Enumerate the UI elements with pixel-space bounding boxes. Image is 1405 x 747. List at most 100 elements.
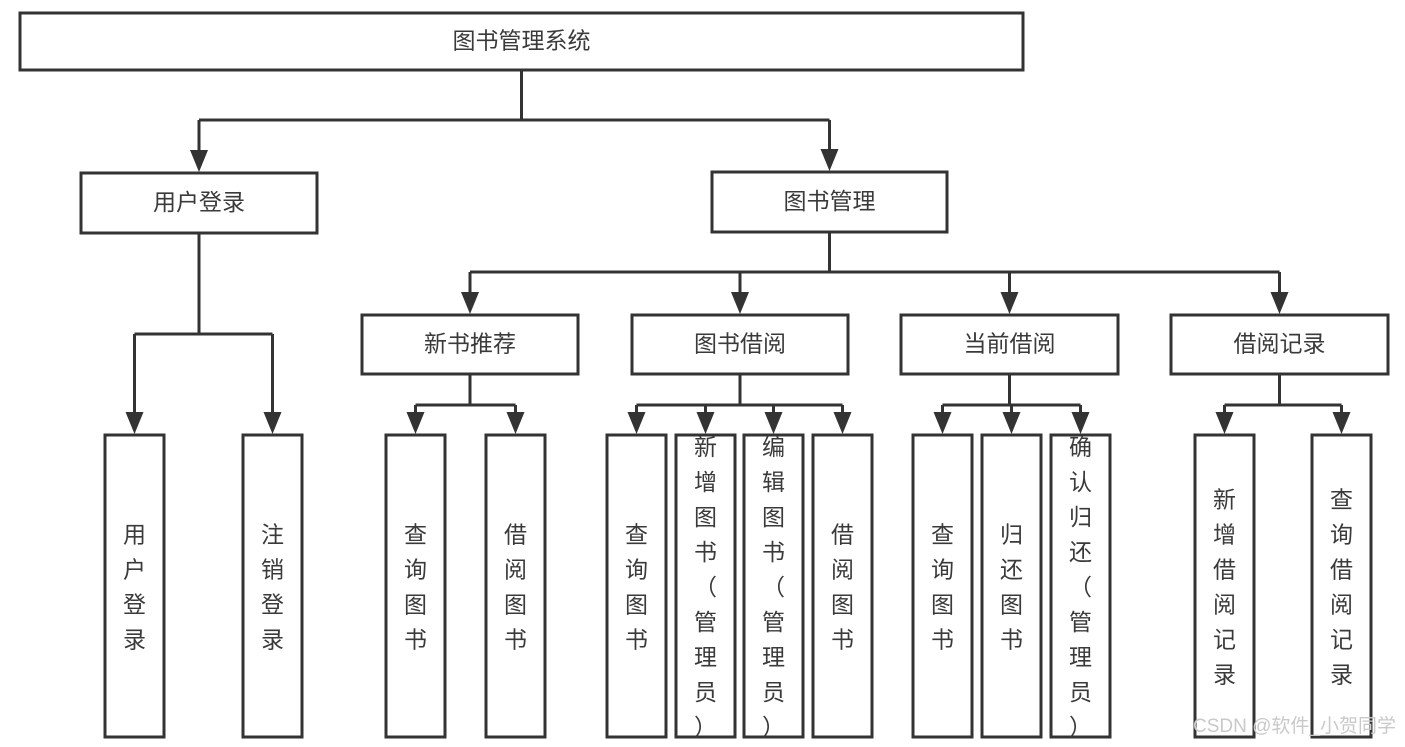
node-new-book-rec[interactable]: 新书推荐: [360, 313, 580, 376]
node-box-leaf-user-login: [103, 433, 166, 739]
arrow-head-leaf-query-book-rec: [406, 412, 425, 434]
node-box-new-book-rec: [360, 313, 580, 376]
node-box-leaf-add-book: [674, 433, 737, 739]
node-label-char: 增: [1213, 522, 1236, 548]
node-label-char: 管: [762, 609, 785, 635]
node-leaf-user-login[interactable]: 用户登录: [103, 433, 166, 739]
node-book-borrow[interactable]: 图书借阅: [630, 313, 850, 376]
node-label-char: 询: [404, 557, 427, 583]
arrow-head-leaf-edit-book: [764, 412, 783, 434]
node-label-new-book-rec: 新书推荐: [424, 331, 516, 357]
node-label-char: 阅: [504, 557, 527, 583]
arrow-head-leaf-query-book-cur: [933, 412, 952, 434]
node-label-char: 书: [625, 627, 648, 653]
node-label-char: 询: [931, 557, 954, 583]
node-label-char: （: [762, 574, 785, 600]
node-label-char: 图: [625, 592, 648, 618]
arrow-head-new-book-rec: [461, 292, 479, 314]
node-label-book-manage: 图书管理: [784, 188, 876, 214]
node-label-root: 图书管理系统: [453, 28, 591, 54]
node-label-char: 理: [694, 644, 717, 670]
connector-layer: [125, 70, 1351, 434]
arrow-head-leaf-user-logout: [263, 412, 282, 434]
node-label-char: 员: [762, 679, 785, 705]
node-label-char: 录: [1213, 662, 1236, 688]
node-label-book-borrow: 图书借阅: [694, 331, 786, 357]
node-label-char: 理: [1069, 644, 1092, 670]
arrow-head-book-borrow: [731, 292, 749, 314]
node-label-char: 销: [261, 557, 284, 583]
node-user-login[interactable]: 用户登录: [79, 171, 319, 235]
node-label-char: 书: [1000, 627, 1023, 653]
node-label-char: 借: [1330, 557, 1353, 583]
node-label-char: 书: [404, 627, 427, 653]
csdn-watermark: CSDN @软件_小贺同学: [1193, 715, 1396, 737]
node-box-leaf-edit-book: [742, 433, 805, 739]
node-label-char: 阅: [1213, 592, 1236, 618]
node-label-char: 员: [1069, 679, 1092, 705]
node-label-char: 员: [694, 679, 717, 705]
node-box-leaf-query-book-borrow: [605, 433, 668, 739]
node-label-user-login: 用户登录: [153, 189, 245, 215]
node-box-leaf-query-book-cur: [911, 433, 974, 739]
node-label-char: 借: [831, 522, 854, 548]
node-label-char: 图: [831, 592, 854, 618]
node-label-char: 还: [1069, 539, 1092, 565]
node-book-manage[interactable]: 图书管理: [710, 170, 949, 234]
node-label-borrow-record: 借阅记录: [1234, 331, 1326, 357]
arrow-head-leaf-add-book: [696, 412, 715, 434]
node-label-char: 图: [694, 504, 717, 530]
node-label-char: ）: [694, 714, 717, 740]
node-label-char: 管: [694, 609, 717, 635]
node-label-char: 录: [123, 627, 146, 653]
node-label-char: 查: [404, 522, 427, 548]
arrow-head-user-login: [190, 150, 208, 172]
node-label-char: ）: [1069, 714, 1092, 740]
node-label-char: 登: [261, 592, 284, 618]
node-box-leaf-borrow-book-rec: [484, 433, 547, 739]
node-box-borrow-record: [1169, 313, 1390, 376]
node-label-char: 书: [831, 627, 854, 653]
node-label-char: 认: [1069, 469, 1092, 495]
node-borrow-record[interactable]: 借阅记录: [1169, 313, 1390, 376]
arrow-head-borrow-record: [1270, 292, 1289, 314]
node-label-char: 编: [762, 434, 785, 460]
node-label-char: 用: [123, 522, 146, 548]
node-label-char: 阅: [1330, 592, 1353, 618]
node-label-char: 借: [1213, 557, 1236, 583]
node-label-char: 归: [1000, 522, 1023, 548]
arrow-head-leaf-borrow-book: [833, 412, 852, 434]
node-label-char: 询: [625, 557, 648, 583]
node-box-leaf-borrow-book: [811, 433, 874, 739]
node-label-char: 记: [1213, 627, 1236, 653]
node-box-leaf-confirm-return: [1049, 433, 1112, 739]
node-box-leaf-query-book-rec: [384, 433, 447, 739]
node-label-char: 录: [1330, 662, 1353, 688]
node-label-char: 书: [504, 627, 527, 653]
node-current-borrow[interactable]: 当前借阅: [899, 313, 1120, 376]
node-label-char: 询: [1330, 522, 1353, 548]
node-label-char: （: [1069, 574, 1092, 600]
node-root[interactable]: 图书管理系统: [18, 11, 1025, 72]
node-box-book-manage: [710, 170, 949, 234]
node-label-char: 图: [1000, 592, 1023, 618]
node-label-char: 新: [694, 434, 717, 460]
node-box-leaf-query-record: [1310, 433, 1373, 739]
node-label-char: 查: [931, 522, 954, 548]
arrow-head-leaf-return-book: [1002, 412, 1021, 434]
arrow-head-book-manage: [820, 149, 839, 171]
arrow-head-leaf-add-record: [1215, 412, 1234, 434]
